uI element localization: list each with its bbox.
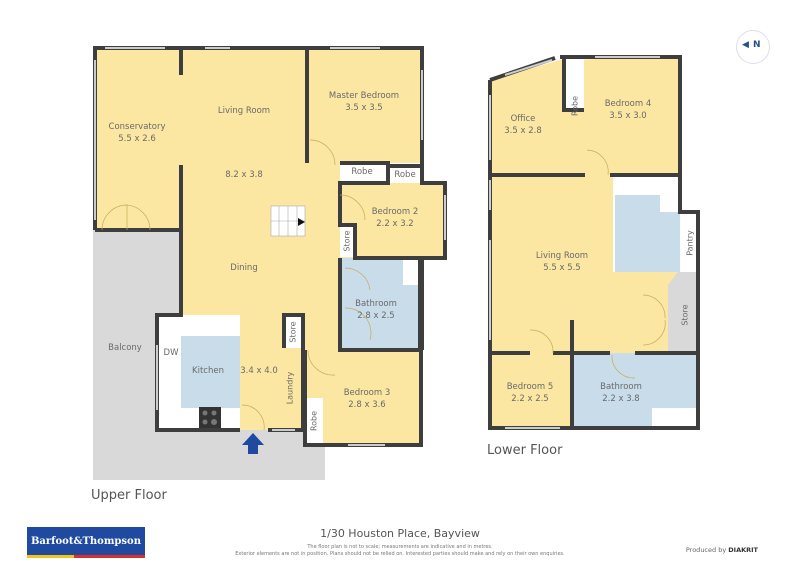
- room-robe-1: Robe: [351, 167, 373, 177]
- room-robe-3: Robe: [309, 410, 319, 432]
- compass-letter: N: [753, 40, 761, 50]
- produced-by: Produced by DIAKRIT: [685, 546, 758, 554]
- room-kitchen: Kitchen: [192, 366, 224, 376]
- room-dining: Dining: [230, 263, 258, 273]
- north-arrow-icon: ◀: [742, 40, 749, 50]
- balcony: Balcony: [108, 343, 142, 353]
- room-living-size: 8.2 x 3.8: [225, 170, 263, 180]
- room-store-2: Store: [288, 321, 298, 343]
- room-pantry: Pantry: [685, 230, 695, 256]
- north-compass-icon: ◀ N: [736, 30, 770, 64]
- property-address: 1/30 Houston Place, Bayview: [320, 527, 480, 540]
- room-kitchen-size: 3.4 x 4.0: [240, 366, 278, 376]
- room-robe-2: Robe: [394, 170, 416, 180]
- entry-arrow-icon: [242, 433, 264, 454]
- room-store-lower: Store: [680, 304, 690, 326]
- disclaimer-line-1: The floor plan is not to scale; measurem…: [307, 544, 493, 550]
- dishwasher-label: DW: [163, 348, 179, 358]
- lower-floor-label: Lower Floor: [487, 443, 563, 458]
- room-laundry: Laundry: [285, 371, 295, 405]
- agency-logo-stripe: [27, 555, 145, 558]
- agency-logo: Barfoot&Thompson: [27, 527, 145, 555]
- room-robe-lower: Robe: [570, 95, 580, 117]
- room-store-1: Store: [342, 230, 352, 252]
- disclaimer-line-2: Exterior elements are not in position. P…: [235, 551, 565, 557]
- room-living-name: Living Room: [217, 106, 271, 116]
- upper-floor-label: Upper Floor: [91, 488, 167, 503]
